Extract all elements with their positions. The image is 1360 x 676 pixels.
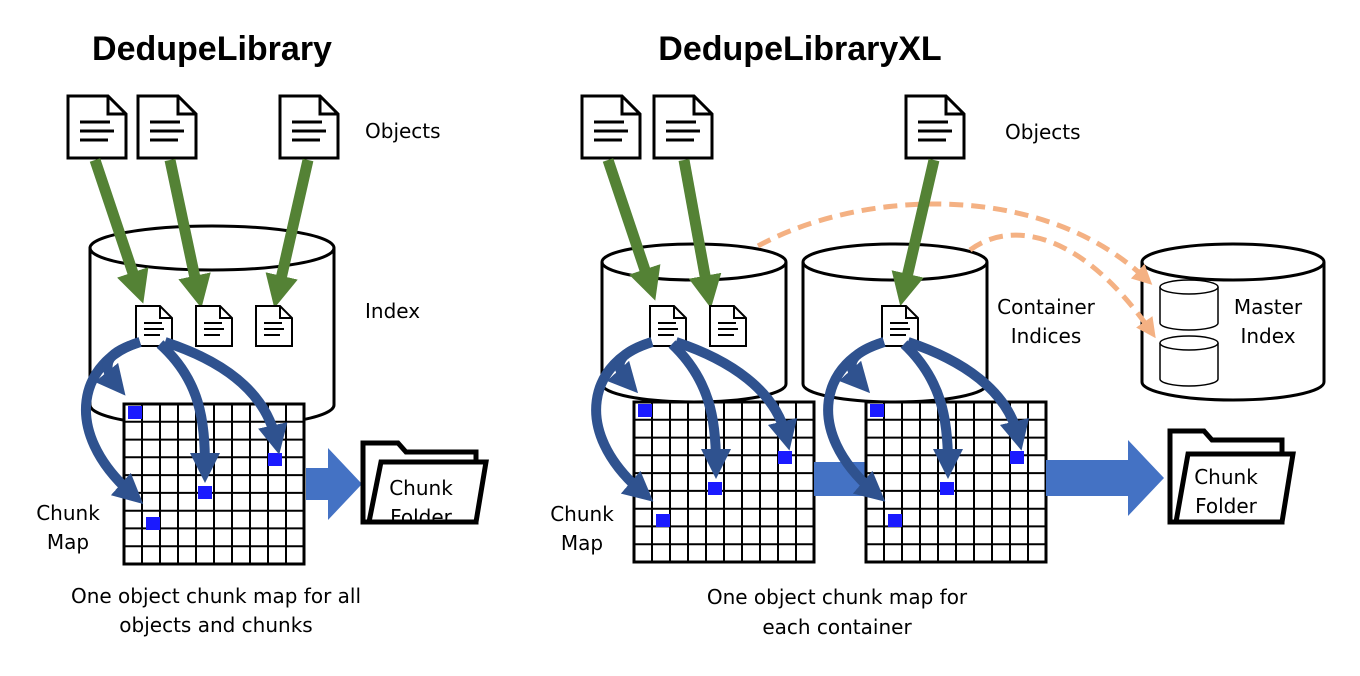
right-block-arrow xyxy=(1046,440,1164,516)
container-indices-label-1: Container xyxy=(997,295,1096,319)
master-index-label-2: Index xyxy=(1240,324,1295,348)
left-folder-icon xyxy=(360,440,489,525)
left-object-doc-icon-2 xyxy=(136,94,198,160)
right-green-arrows xyxy=(602,158,940,309)
left-index-doc-icon-2 xyxy=(195,305,233,347)
right-object-doc-icon-3 xyxy=(904,94,966,160)
right-chunk-map-2 xyxy=(864,400,1048,564)
right-chunk-cell xyxy=(778,451,792,464)
left-blue-arrows xyxy=(80,337,288,504)
left-index-doc-icon-3 xyxy=(255,305,293,347)
right-caption-2: each container xyxy=(762,615,912,639)
right-objects-label: Objects xyxy=(1005,120,1081,144)
right-panel: DedupeLibraryXL Objects Container Indice… xyxy=(550,30,1326,639)
right-folder-icon xyxy=(1167,428,1296,525)
right-object-doc-icon-1 xyxy=(580,94,642,160)
left-block-arrow xyxy=(306,448,362,520)
right-chunk-cell xyxy=(888,514,902,527)
master-index-label-1: Master xyxy=(1234,295,1303,319)
right-blue-arrows xyxy=(591,337,1030,502)
right-chunk-cell xyxy=(638,404,652,417)
right-chunk-cell xyxy=(1010,451,1024,464)
right-object-doc-icon-2 xyxy=(652,94,714,160)
left-panel: DedupeLibrary Objects Index xyxy=(36,30,489,637)
left-chunk-map xyxy=(122,402,306,566)
left-objects-label: Objects xyxy=(365,119,441,143)
left-title: DedupeLibrary xyxy=(92,30,332,68)
left-index-label: Index xyxy=(365,299,420,323)
left-chunk-cell xyxy=(268,453,282,466)
master-index-dashed-arrows xyxy=(756,201,1156,339)
right-chunk-cell xyxy=(870,404,884,417)
right-index-doc-icon-2 xyxy=(709,305,747,347)
right-chunk-map-label-2: Map xyxy=(561,531,603,555)
left-folder-label-2: Folder xyxy=(390,505,453,529)
container-indices-label-2: Indices xyxy=(1011,324,1082,348)
left-caption-2: objects and chunks xyxy=(119,613,312,637)
right-chunk-map-1 xyxy=(632,400,816,564)
right-chunk-cell xyxy=(708,482,722,495)
right-chunk-cell xyxy=(940,482,954,495)
right-folder-label-1: Chunk xyxy=(1194,465,1258,489)
right-chunk-map-label-1: Chunk xyxy=(550,502,614,526)
left-chunk-map-label-2: Map xyxy=(47,530,89,554)
left-chunk-cell xyxy=(198,486,212,499)
left-object-doc-icon-3 xyxy=(278,94,340,160)
left-folder-label-1: Chunk xyxy=(389,476,453,500)
right-chunk-cell xyxy=(656,514,670,527)
left-caption-1: One object chunk map for all xyxy=(71,584,361,608)
left-chunk-map-label-1: Chunk xyxy=(36,501,100,525)
left-chunk-cell xyxy=(128,406,142,419)
right-title: DedupeLibraryXL xyxy=(658,30,941,68)
right-folder-label-2: Folder xyxy=(1195,494,1258,518)
left-object-doc-icon-1 xyxy=(66,94,128,160)
left-green-arrows xyxy=(89,158,314,309)
left-chunk-cell xyxy=(146,517,160,530)
master-index-cylinder xyxy=(1140,242,1326,402)
right-caption-1: One object chunk map for xyxy=(707,585,968,609)
